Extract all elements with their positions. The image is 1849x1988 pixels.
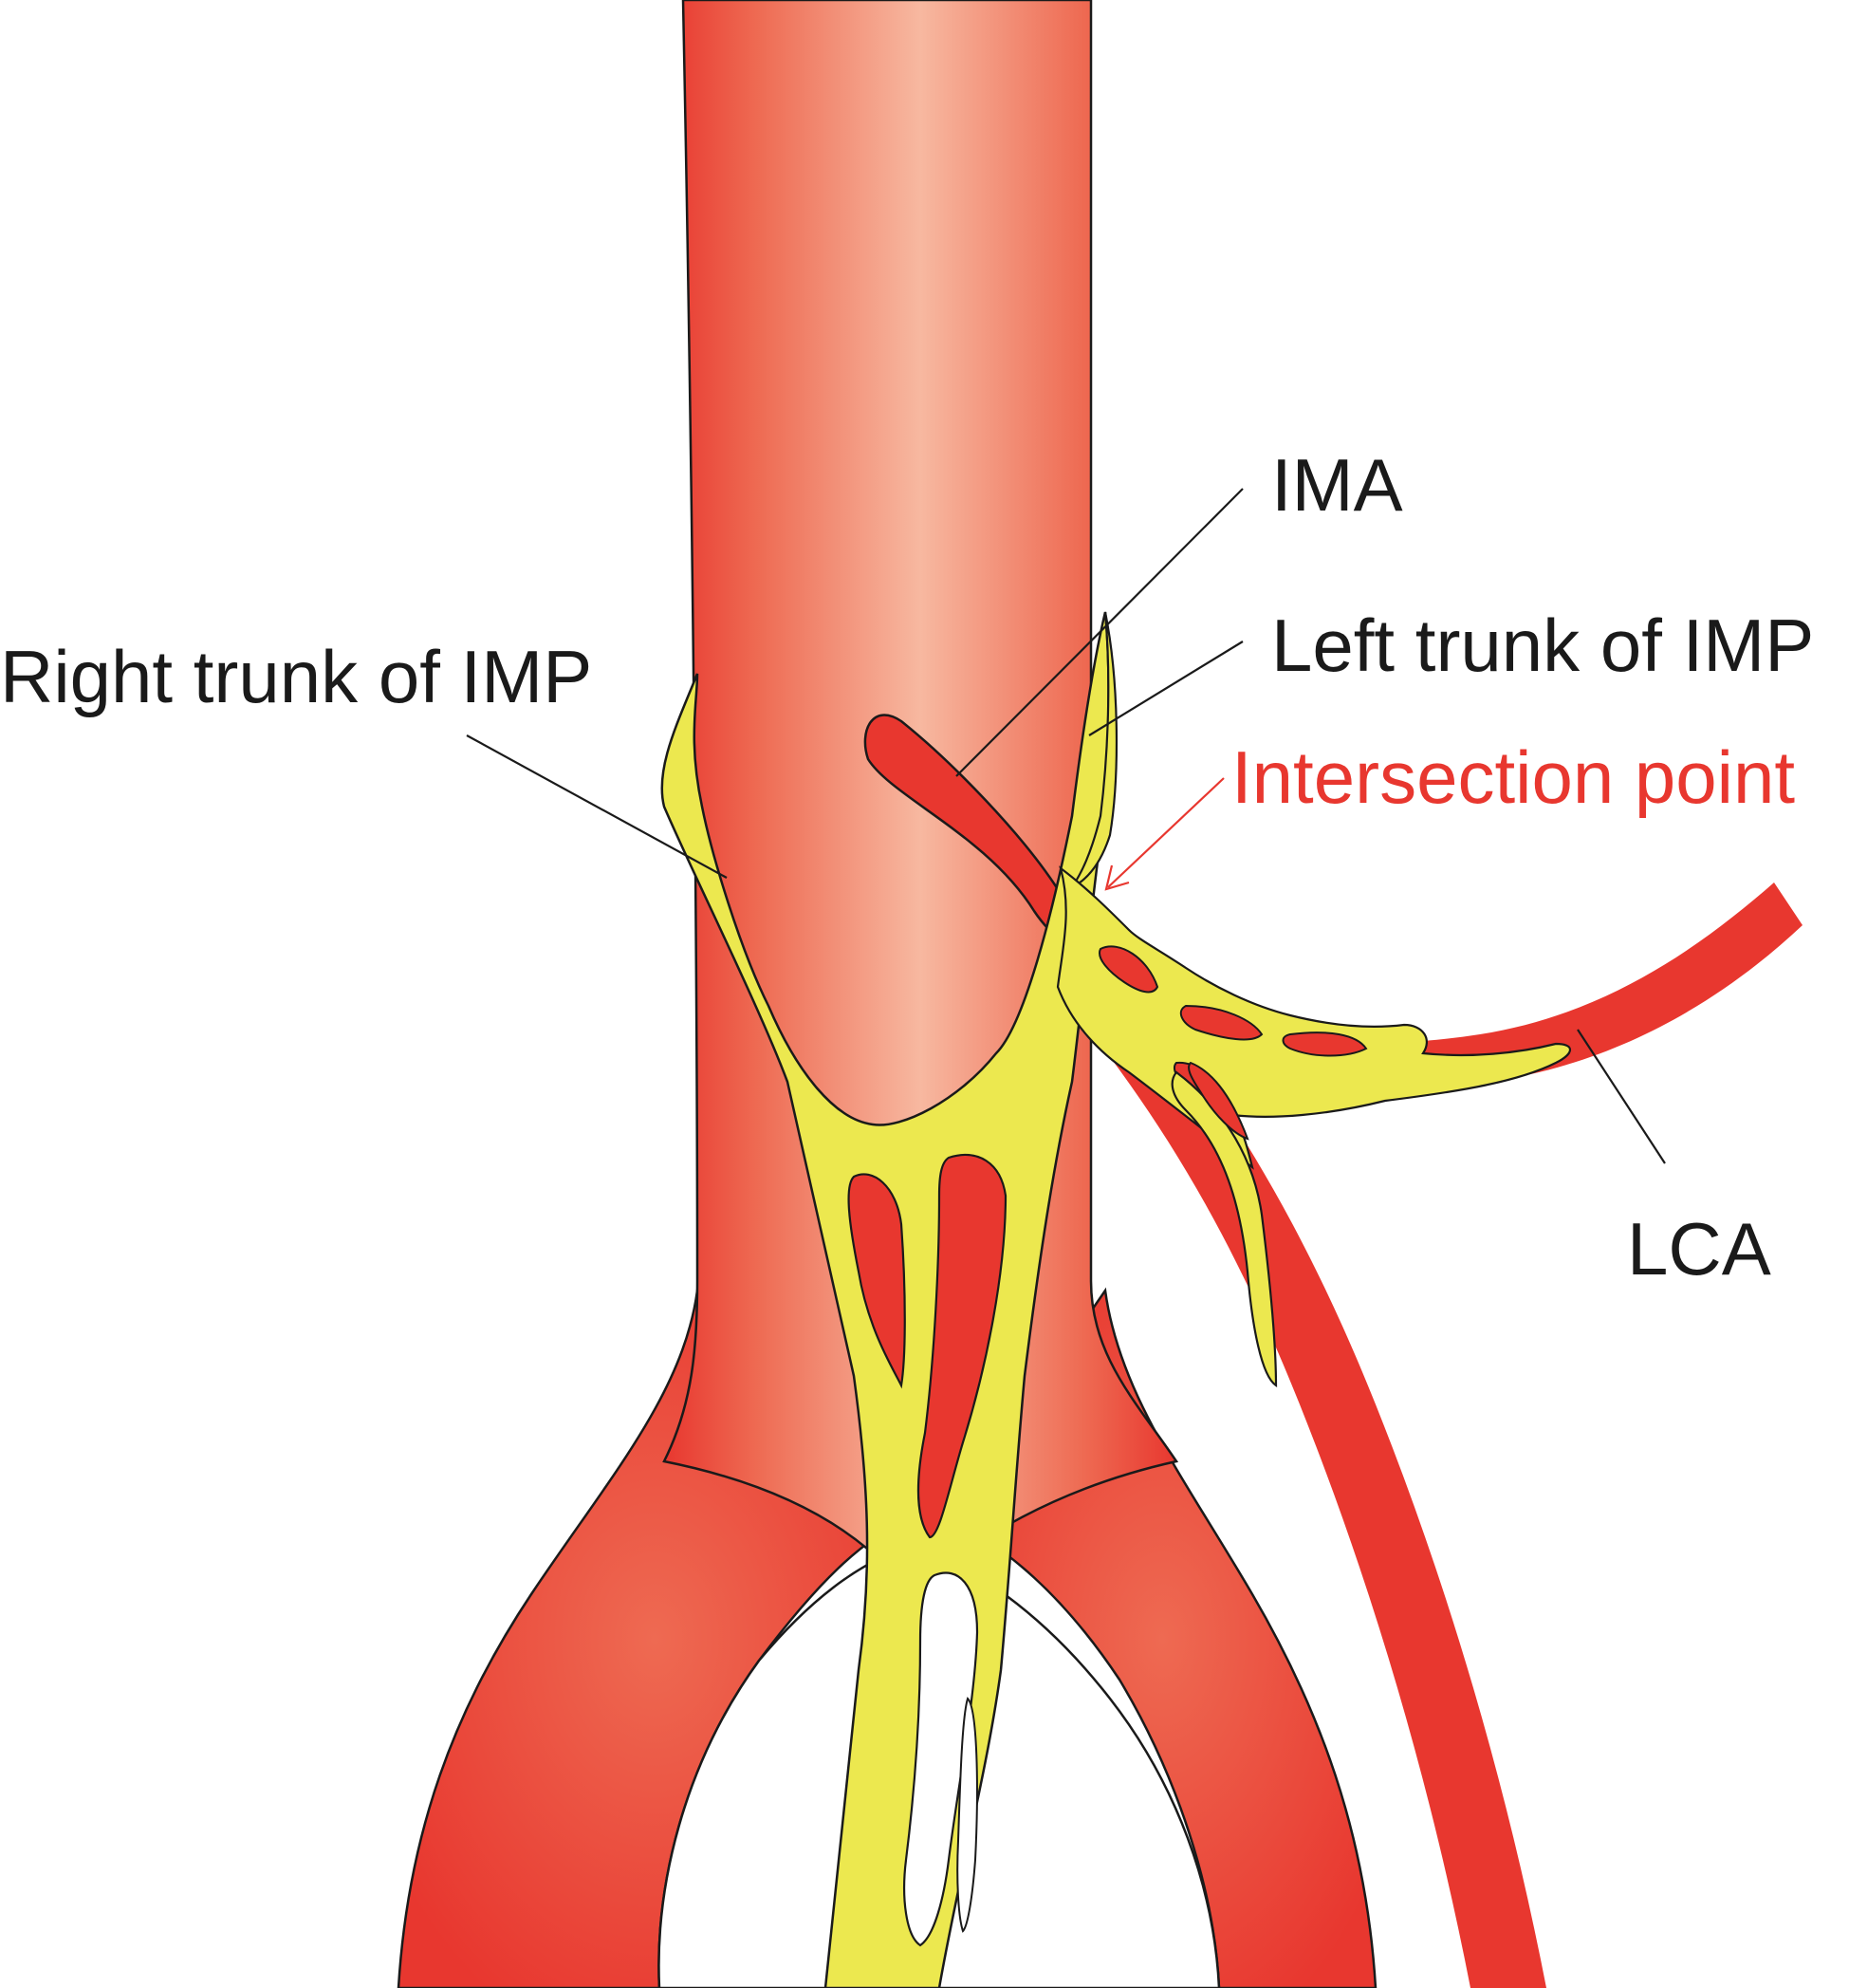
- plexus-gap-2: [916, 1153, 1008, 1539]
- ima-stump: [863, 714, 1103, 971]
- network-gap-2: [1179, 1004, 1264, 1041]
- label-ima: IMA: [1271, 443, 1403, 527]
- label-intersection-point: Intersection point: [1231, 735, 1795, 819]
- label-left-trunk: Left trunk of IMP: [1271, 604, 1814, 687]
- descending-plexus-gap: [1188, 1061, 1249, 1141]
- leader-lca: [1577, 1029, 1666, 1164]
- plexus-gap-4: [956, 1697, 978, 1933]
- plexus-gap-1: [847, 1173, 906, 1389]
- intersection-arrowhead: [1104, 864, 1130, 891]
- network-gap-3: [1282, 1031, 1368, 1057]
- descending-artery: [1063, 987, 1546, 1988]
- intersection-arrow: [1107, 777, 1225, 888]
- network-gap-1: [1099, 945, 1159, 994]
- ima-plexus-network: [1056, 865, 1572, 1170]
- plexus-gap-3: [903, 1571, 979, 1947]
- inferior-mesenteric-plexus: [660, 611, 1572, 1988]
- leader-right-trunk: [466, 734, 728, 879]
- leader-left-trunk: [1088, 641, 1244, 736]
- labels: IMA Left trunk of IMP Right trunk of IMP…: [0, 443, 1814, 1291]
- label-right-trunk: Right trunk of IMP: [0, 635, 592, 718]
- leader-lines: [466, 488, 1666, 1164]
- leader-ima: [955, 488, 1244, 777]
- descending-plexus-branch: [1171, 1070, 1278, 1388]
- label-lca: LCA: [1627, 1207, 1771, 1291]
